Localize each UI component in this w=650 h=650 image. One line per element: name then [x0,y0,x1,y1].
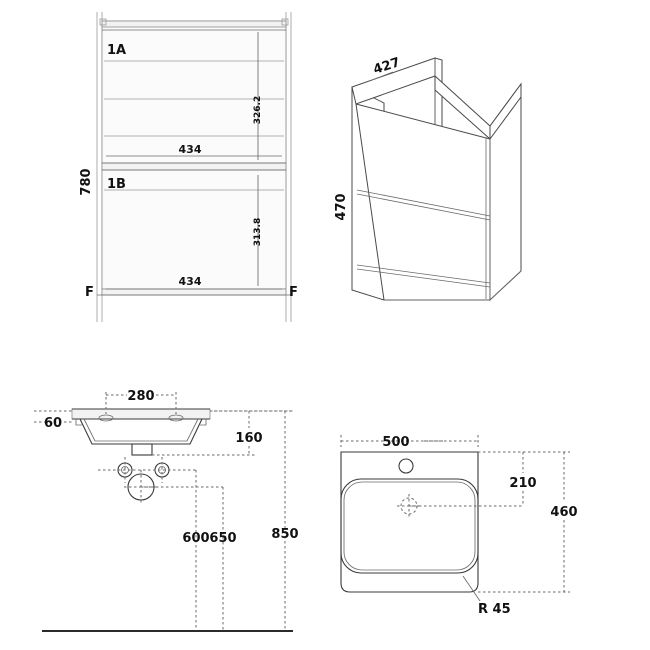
leader-line-depth [371,71,394,81]
dim-waste-from-back: 210 [509,476,536,491]
rim-hook-left [75,419,82,426]
basin-bowl-inner-outline [343,481,476,571]
basin-bowl-inner [83,418,199,442]
corner-tick-top-left [99,18,107,26]
iso-drawer-split-upper [356,189,491,217]
corner-tick-top-right [281,18,289,26]
iso-drawer-split-lower-2 [356,268,491,288]
tap-hole-left [98,414,114,422]
dim-lower-drawer-height: 313.8 [253,218,263,246]
rim-hook-right [200,419,207,426]
tap-hole-right [168,414,184,422]
cabinet-body [101,20,287,290]
dim-waste-height: 600 [182,531,209,546]
dim-tap-spacing: 280 [127,389,154,404]
dim-upper-width: 434 [179,143,202,156]
label-floor-left: F [85,285,94,300]
dim-rim-thickness: 60 [44,416,62,431]
dim-basin-depth-side: 160 [235,431,262,446]
iso-bottom-right-edge [489,270,522,301]
dim-lower-width: 434 [179,275,202,288]
tap-hole-plan [398,458,414,474]
dim-upper-drawer-height: 326.2 [253,96,263,124]
dim-rim-height: 850 [271,527,298,542]
label-floor-right: F [289,285,298,300]
iso-drawer-split-upper-2 [356,193,491,221]
dim-corner-radius: R 45 [478,602,511,617]
dim-basin-width: 500 [382,435,409,450]
cabinet-top-rail [101,20,287,28]
iso-right-top-rail-outer [489,82,522,141]
waste-outlet [131,443,153,456]
basin-bowl-outline [340,478,479,574]
basin-outline [340,451,479,593]
leader-corner-radius [462,575,481,602]
iso-drawer-split-lower [356,264,491,284]
dim-drawer-front-height: 470 [334,193,349,220]
label-drawer-1a: 1A [107,43,126,58]
dim-basin-depth-plan: 460 [550,505,577,520]
label-drawer-1b: 1B [107,177,126,192]
dim-overall-height: 780 [79,168,94,195]
dim-supply-height: 650 [209,531,236,546]
